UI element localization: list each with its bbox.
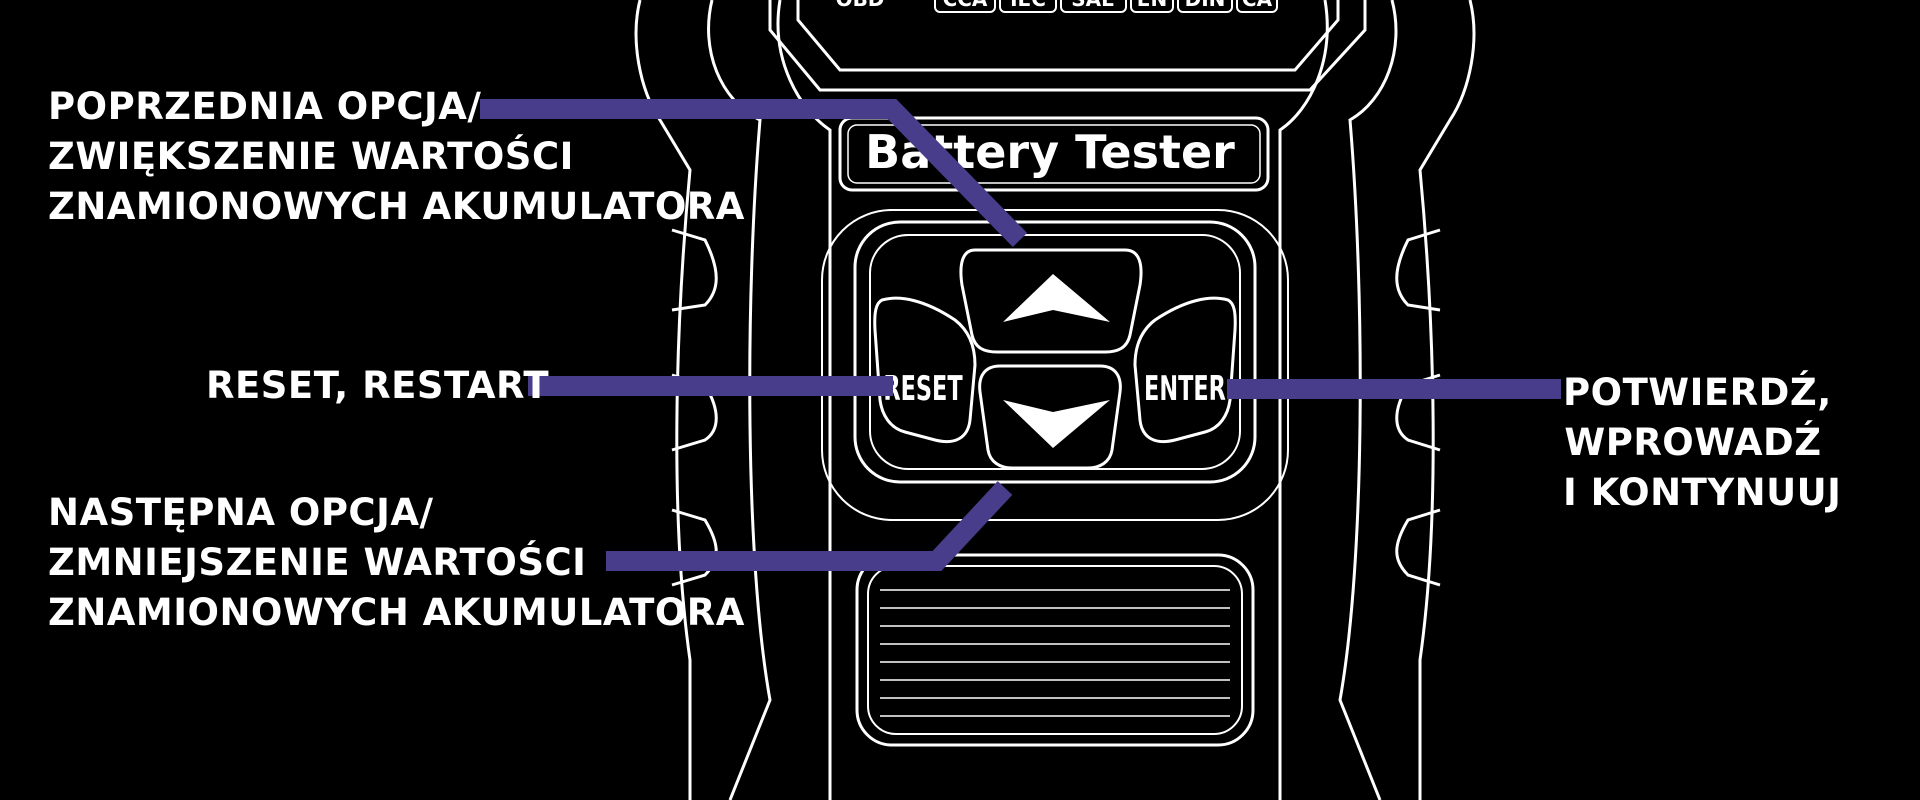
label-line: ZWIĘKSZENIE WARTOŚCI: [48, 135, 574, 178]
keypad-surround: [853, 220, 1257, 484]
label-next-option: NASTĘPNA OPCJA/ ZMNIEJSZENIE WARTOŚCI ZN…: [48, 488, 745, 638]
display-tag: IEC: [1010, 0, 1046, 11]
label-line: ZMNIEJSZENIE WARTOŚCI: [48, 541, 587, 584]
label-line: ZNAMIONOWYCH AKUMULATORA: [48, 185, 745, 228]
label-reset: RESET, RESTART: [206, 361, 549, 411]
display-tag: EN: [1137, 0, 1167, 11]
label-line: ZNAMIONOWYCH AKUMULATORA: [48, 591, 745, 634]
display-tag: SAE: [1071, 0, 1115, 11]
right-grip-low: [1395, 508, 1441, 587]
right-grip-top: [1395, 228, 1441, 312]
screen-inner-frame: [796, 0, 1340, 72]
display-tag: CA: [1242, 0, 1273, 11]
up-key: [959, 248, 1143, 354]
device-inner-shell: [707, 0, 1398, 800]
label-confirm: POTWIERDŹ, WPROWADŹ I KONTYNUUJ: [1563, 368, 1842, 518]
left-grip-top: [671, 228, 718, 312]
display-tag: DIN: [1185, 0, 1226, 11]
brand-label: Battery Tester: [865, 125, 1235, 179]
down-key: [978, 364, 1122, 470]
grille-slots: [880, 589, 1230, 717]
enter-key: [1133, 296, 1237, 444]
down-arrow-icon: [1003, 400, 1110, 448]
speaker-grille: [855, 553, 1255, 747]
display-symbol: OBD: [836, 0, 885, 11]
up-arrow-icon: [1003, 274, 1110, 322]
reset-key-label: RESET: [883, 368, 963, 408]
label-line: POTWIERDŹ,: [1563, 371, 1832, 414]
label-line: POPRZEDNIA OPCJA/: [48, 85, 482, 128]
enter-key-label: ENTER: [1144, 368, 1226, 408]
label-line: NASTĘPNA OPCJA/: [48, 491, 434, 534]
display-tag: CCA: [943, 0, 988, 11]
screen-frame: [768, 0, 1367, 92]
reset-key: [873, 296, 977, 444]
label-line: RESET, RESTART: [206, 364, 550, 407]
label-line: WPROWADŹ: [1564, 421, 1822, 464]
label-line: I KONTYNUUJ: [1563, 471, 1842, 514]
label-previous-option: POPRZEDNIA OPCJA/ ZWIĘKSZENIE WARTOŚCI Z…: [48, 82, 745, 232]
